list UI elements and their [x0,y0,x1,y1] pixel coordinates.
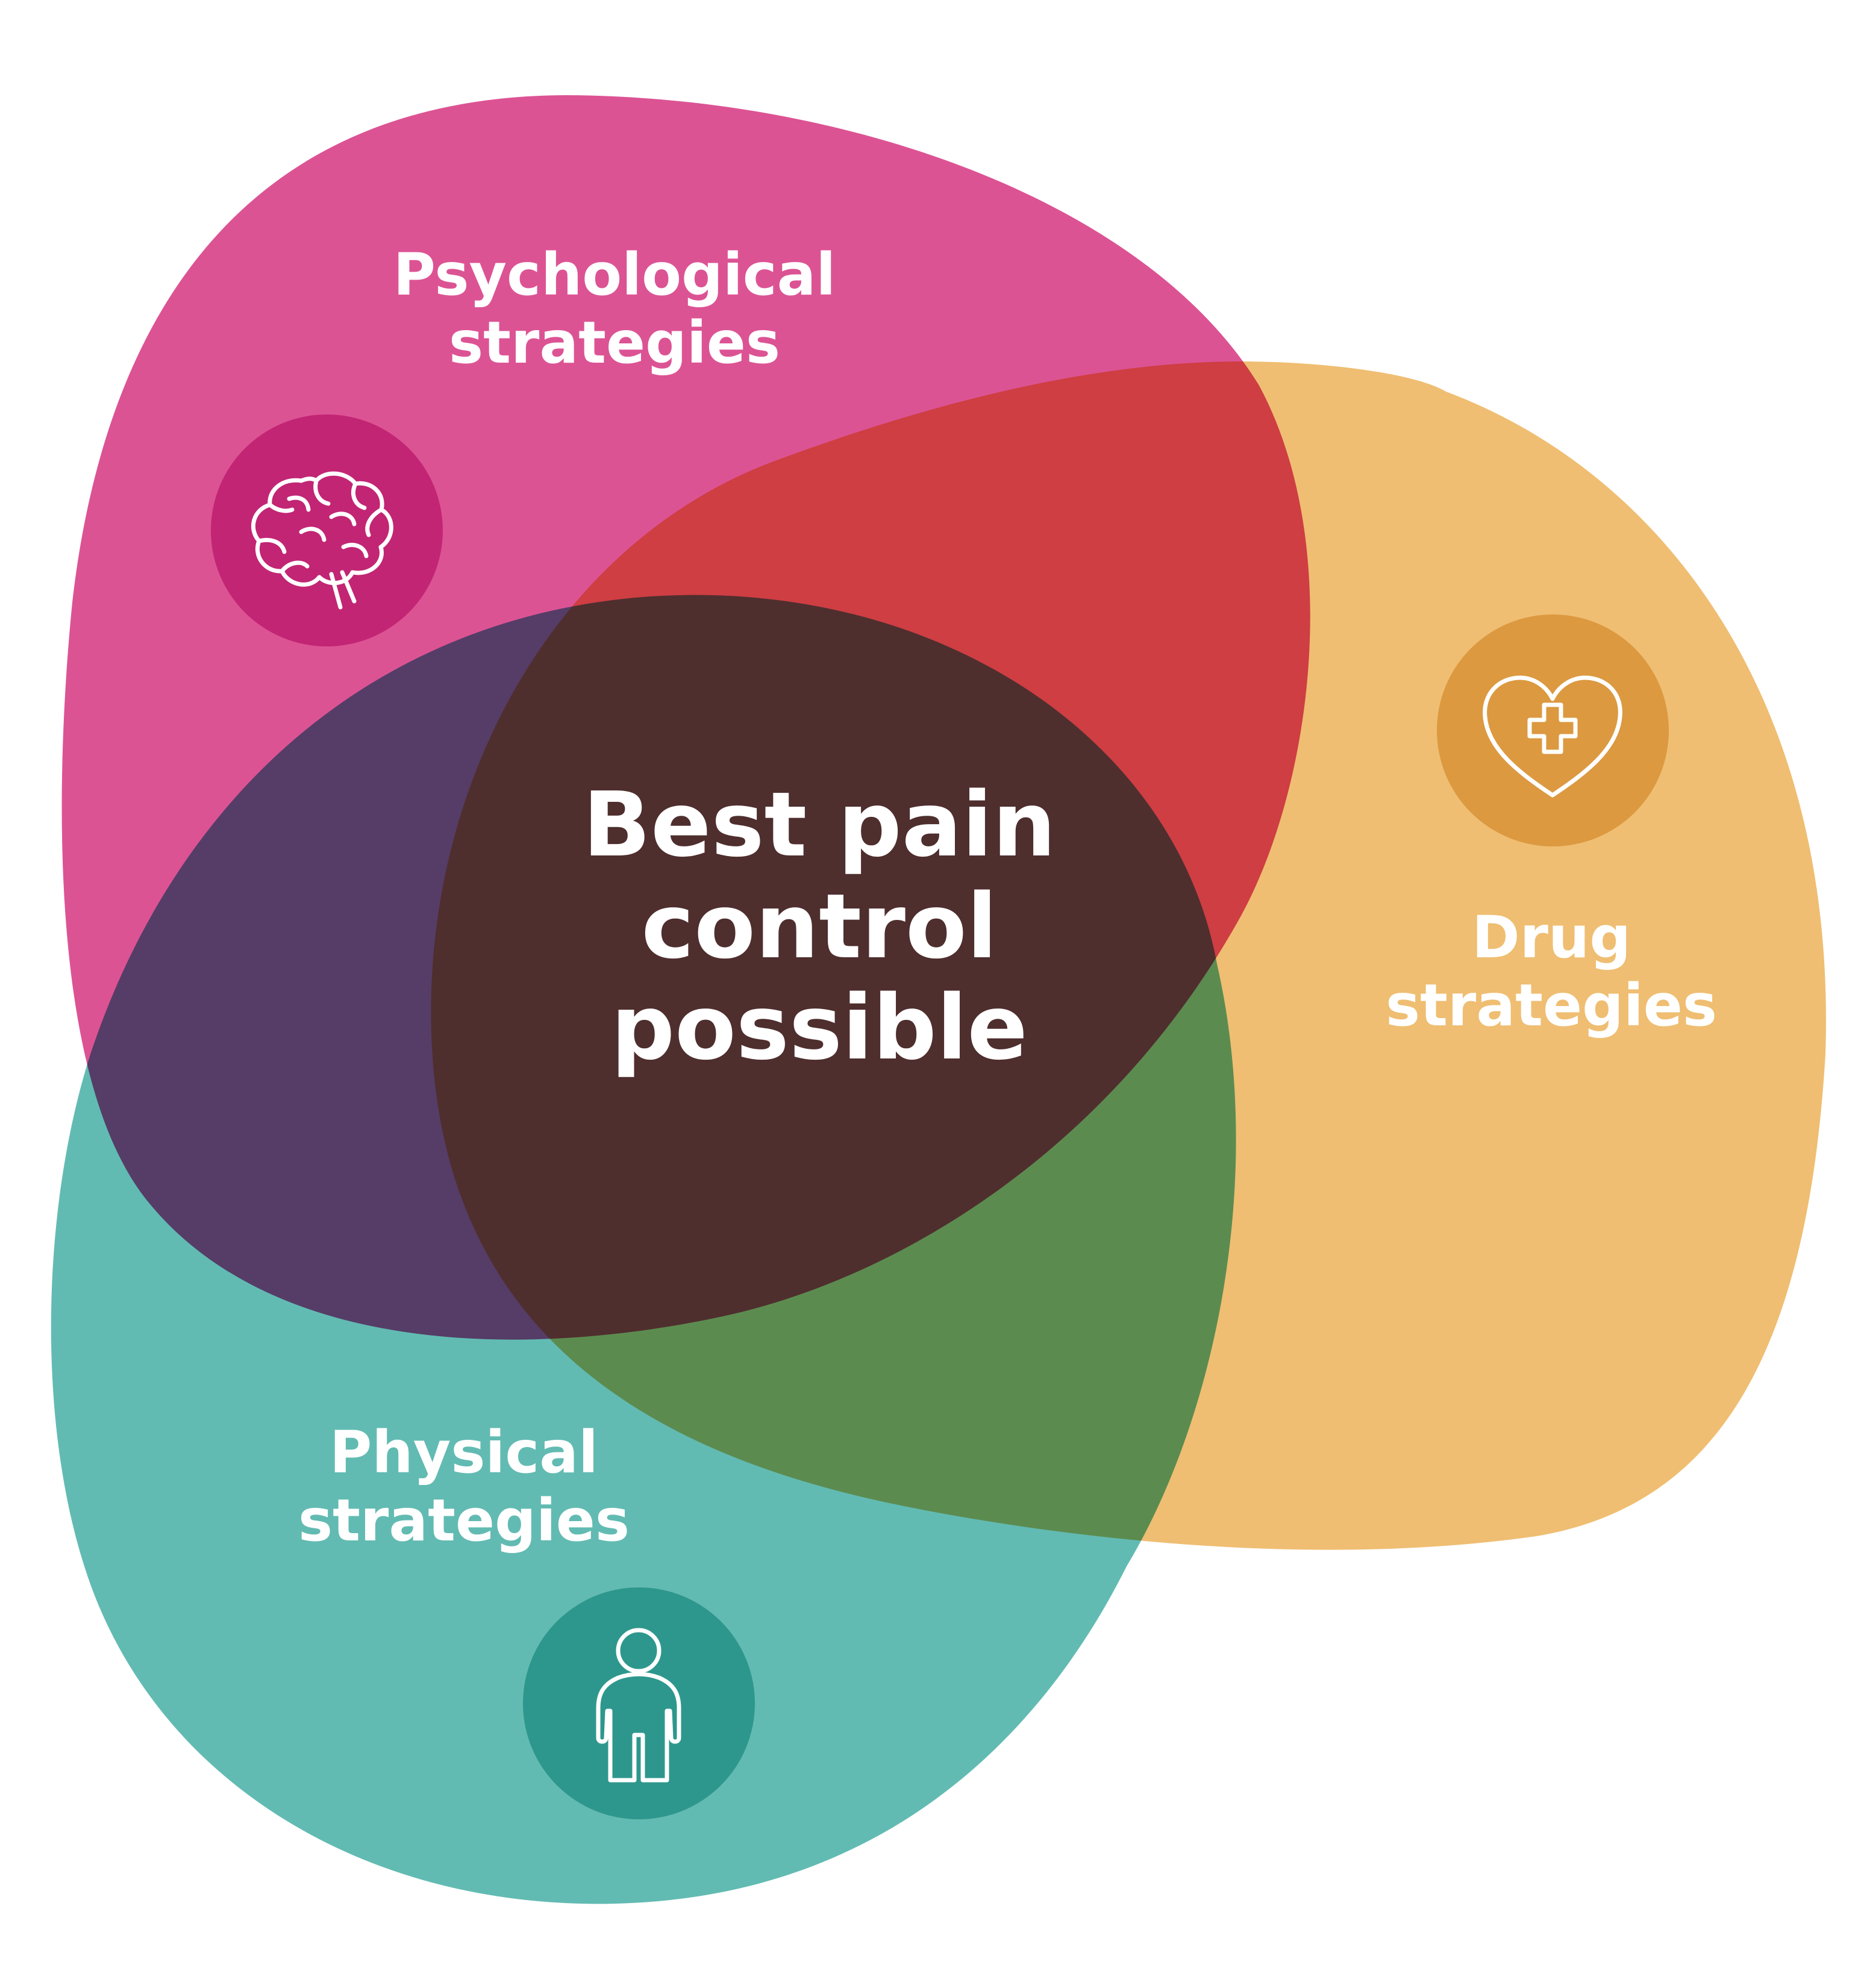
person-icon-circle [523,1587,755,1819]
center-label: Best pain control possible [518,774,1121,1079]
drug-strategies-label: Drug strategies [1325,904,1777,1040]
physical-strategies-label: Physical strategies [205,1419,723,1555]
psychological-strategies-label: Psychological strategies [337,241,892,378]
center-label-line-1: Best pain [583,773,1056,877]
center-label-line-2: control [641,874,998,978]
physical-label-line-2: strategies [298,1487,630,1555]
heart-plus-icon-circle [1437,614,1669,846]
drug-label-line-2: strategies [1385,972,1718,1040]
person-icon [596,1628,681,1783]
brain-icon [251,471,393,610]
drug-label-line-1: Drug [1471,904,1631,971]
heart-plus-icon [1483,675,1622,798]
psychological-label-line-2: strategies [448,309,781,377]
center-label-line-3: possible [611,976,1028,1080]
psychological-label-line-1: Psychological [393,241,836,308]
brain-icon-circle [211,414,443,646]
physical-blob [51,595,1236,1904]
physical-label-line-1: Physical [330,1419,598,1486]
